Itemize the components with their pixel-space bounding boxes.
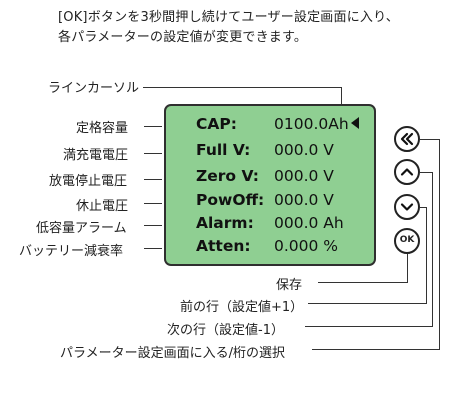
leader-full-voltage [144, 153, 162, 154]
lcd-key: Full V: [196, 141, 251, 159]
legend-prev-line: 前の行（設定値+1） [180, 300, 304, 315]
leader-enter-settings-h [420, 139, 439, 140]
lcd-key: Atten: [196, 237, 251, 255]
leader-down-b [308, 303, 427, 304]
up-button[interactable] [394, 159, 420, 185]
leader-zero-voltage [144, 179, 162, 180]
callout-low-capacity-alarm: 低容量アラーム [36, 221, 127, 236]
leader-battery-attenuation [144, 248, 162, 249]
leader-enter-settings-b [312, 349, 440, 350]
legend-enter-settings: パラメーター設定画面に入る/桁の選択 [60, 346, 285, 361]
lcd-value: 0.000 % [274, 237, 339, 255]
instruction-line-1: [OK]ボタンを3秒間押し続けてユーザー設定画面に入り、 [58, 10, 399, 25]
ok-button[interactable]: OK [394, 228, 420, 254]
instruction-text: [OK]ボタンを3秒間押し続けてユーザー設定画面に入り、 各パラメーターの設定値… [58, 8, 458, 48]
lcd-value: 000.0 V [274, 167, 334, 185]
lcd-key: Alarm: [196, 214, 254, 232]
lcd-value: 000.0 Ah [274, 214, 344, 232]
double-chevron-left-icon [400, 132, 414, 146]
callout-full-voltage: 満充電電圧 [63, 148, 129, 163]
callout-line-cursor: ラインカーソル [48, 81, 140, 96]
legend-save: 保存 [276, 278, 303, 293]
leader-ok-v [407, 254, 408, 282]
chevron-up-icon [400, 168, 414, 176]
leader-pause-voltage [144, 203, 162, 204]
lcd-key: CAP: [196, 115, 237, 133]
down-button[interactable] [394, 194, 420, 220]
callout-battery-attenuation: バッテリー減衰率 [19, 244, 124, 259]
leader-rated-capacity [144, 126, 162, 127]
lcd-screen: CAP: 0100.0Ah Full V: 000.0 V Zero V: 00… [164, 104, 376, 266]
leader-up-b [305, 326, 433, 327]
cursor-triangle-icon [351, 117, 359, 129]
lcd-value: 000.0 V [274, 191, 334, 209]
leader-down-v [426, 207, 427, 303]
instruction-line-2: 各パラメーターの設定値が変更できます。 [58, 30, 308, 45]
leader-ok-b [318, 282, 408, 283]
lcd-key: PowOff: [196, 191, 265, 209]
leader-up-v [432, 172, 433, 326]
callout-rated-capacity: 定格容量 [76, 121, 129, 136]
leader-line-cursor [143, 87, 341, 88]
leader-enter-settings-v [439, 139, 440, 349]
leader-low-capacity-alarm [144, 225, 162, 226]
chevron-down-icon [400, 203, 414, 211]
lcd-value: 0100.0Ah [274, 115, 349, 133]
callout-pause-voltage: 休止電圧 [76, 199, 129, 214]
leader-down-h [420, 207, 426, 208]
lcd-value: 000.0 V [274, 141, 334, 159]
ok-icon: OK [399, 235, 415, 245]
legend-next-line: 次の行（設定値-1） [167, 323, 284, 338]
callout-zero-voltage: 放電停止電圧 [49, 174, 128, 189]
lcd-key: Zero V: [196, 167, 259, 185]
enter-settings-button[interactable] [394, 126, 420, 152]
leader-up-h [420, 172, 432, 173]
